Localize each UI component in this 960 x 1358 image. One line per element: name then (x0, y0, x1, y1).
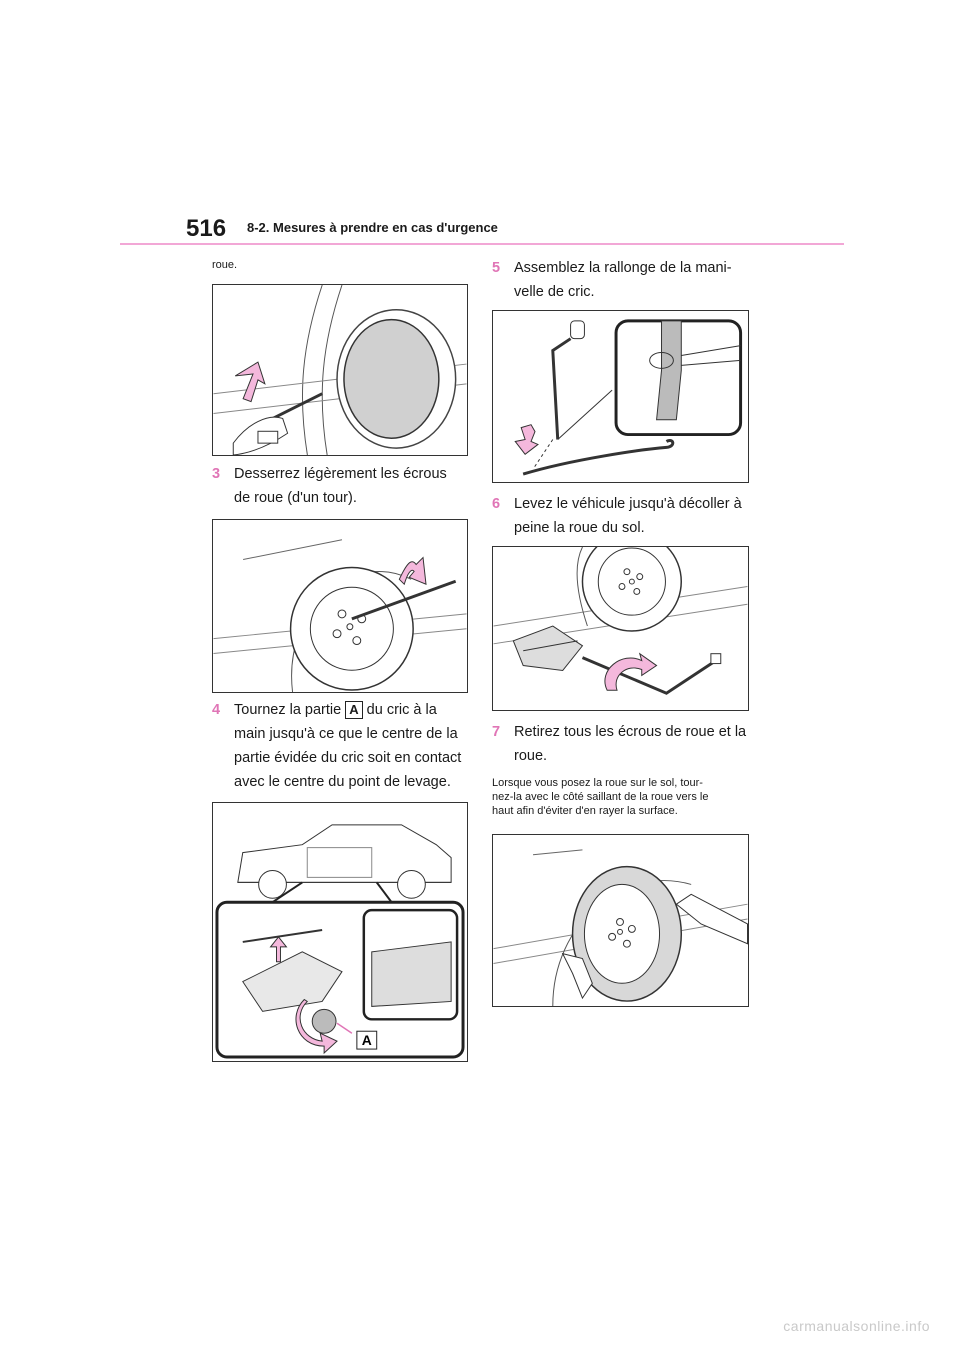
step-text-line: Levez le véhicule jusqu'à décoller à (514, 496, 742, 512)
step-text-line: Assemblez la rallonge de la mani- (514, 260, 732, 276)
step-number: 7 (492, 724, 501, 740)
header-rule (120, 243, 844, 245)
step-text-line: Tournez la partie A du cric à la (234, 698, 468, 722)
note-line: nez-la avec le côté saillant de la roue … (492, 791, 709, 803)
step-number: 5 (492, 260, 501, 276)
step-number: 4 (212, 702, 221, 718)
step-3: 3 Desserrez légèrement les écrous de rou… (212, 462, 468, 510)
step-number: 6 (492, 496, 501, 512)
figure-remove-wheel (492, 834, 749, 1007)
step-text-line: Desserrez légèrement les écrous (234, 466, 447, 482)
step-text: du cric à la (366, 702, 437, 718)
section-title: 8-2. Mesures à prendre en cas d'urgence (247, 220, 498, 235)
step-5: 5 Assemblez la rallonge de la mani- vell… (492, 256, 748, 304)
step-text-line: partie évidée du cric soit en contact (234, 750, 462, 766)
step-7: 7 Retirez tous les écrous de roue et la … (492, 720, 748, 768)
step-6: 6 Levez le véhicule jusqu'à décoller à p… (492, 492, 748, 540)
note: Lorsque vous posez la roue sur le sol, t… (492, 776, 750, 818)
step-text-line: de roue (d'un tour). (234, 490, 357, 506)
step-text: Tournez la partie (234, 702, 342, 718)
note-line: Lorsque vous posez la roue sur le sol, t… (492, 777, 703, 789)
step-text-line: avec le centre du point de levage. (234, 774, 451, 790)
step-text-line: roue. (514, 748, 548, 764)
step-text-line: velle de cric. (514, 284, 595, 300)
figure-assemble-handle (492, 310, 749, 483)
figure-jack-position: A (212, 802, 468, 1062)
step-text-line: main jusqu'à ce que le centre de la (234, 726, 458, 742)
part-label-a: A (345, 701, 363, 719)
step-4: 4 Tournez la partie A du cric à la main … (212, 698, 468, 794)
note-line: haut afin d'éviter d'en rayer la surface… (492, 805, 678, 817)
step-text-line: Retirez tous les écrous de roue et la (514, 724, 747, 740)
figure-remove-hubcap (212, 284, 468, 456)
step-number: 3 (212, 466, 221, 482)
continuation-text: roue. (212, 259, 238, 271)
figure-raise-vehicle (492, 546, 749, 711)
figure-label-a: A (362, 1032, 372, 1048)
figure-loosen-nuts (212, 519, 468, 693)
page-number: 516 (186, 215, 227, 242)
step-text-line: peine la roue du sol. (514, 520, 645, 536)
footer-watermark: carmanualsonline.info (783, 1318, 930, 1334)
